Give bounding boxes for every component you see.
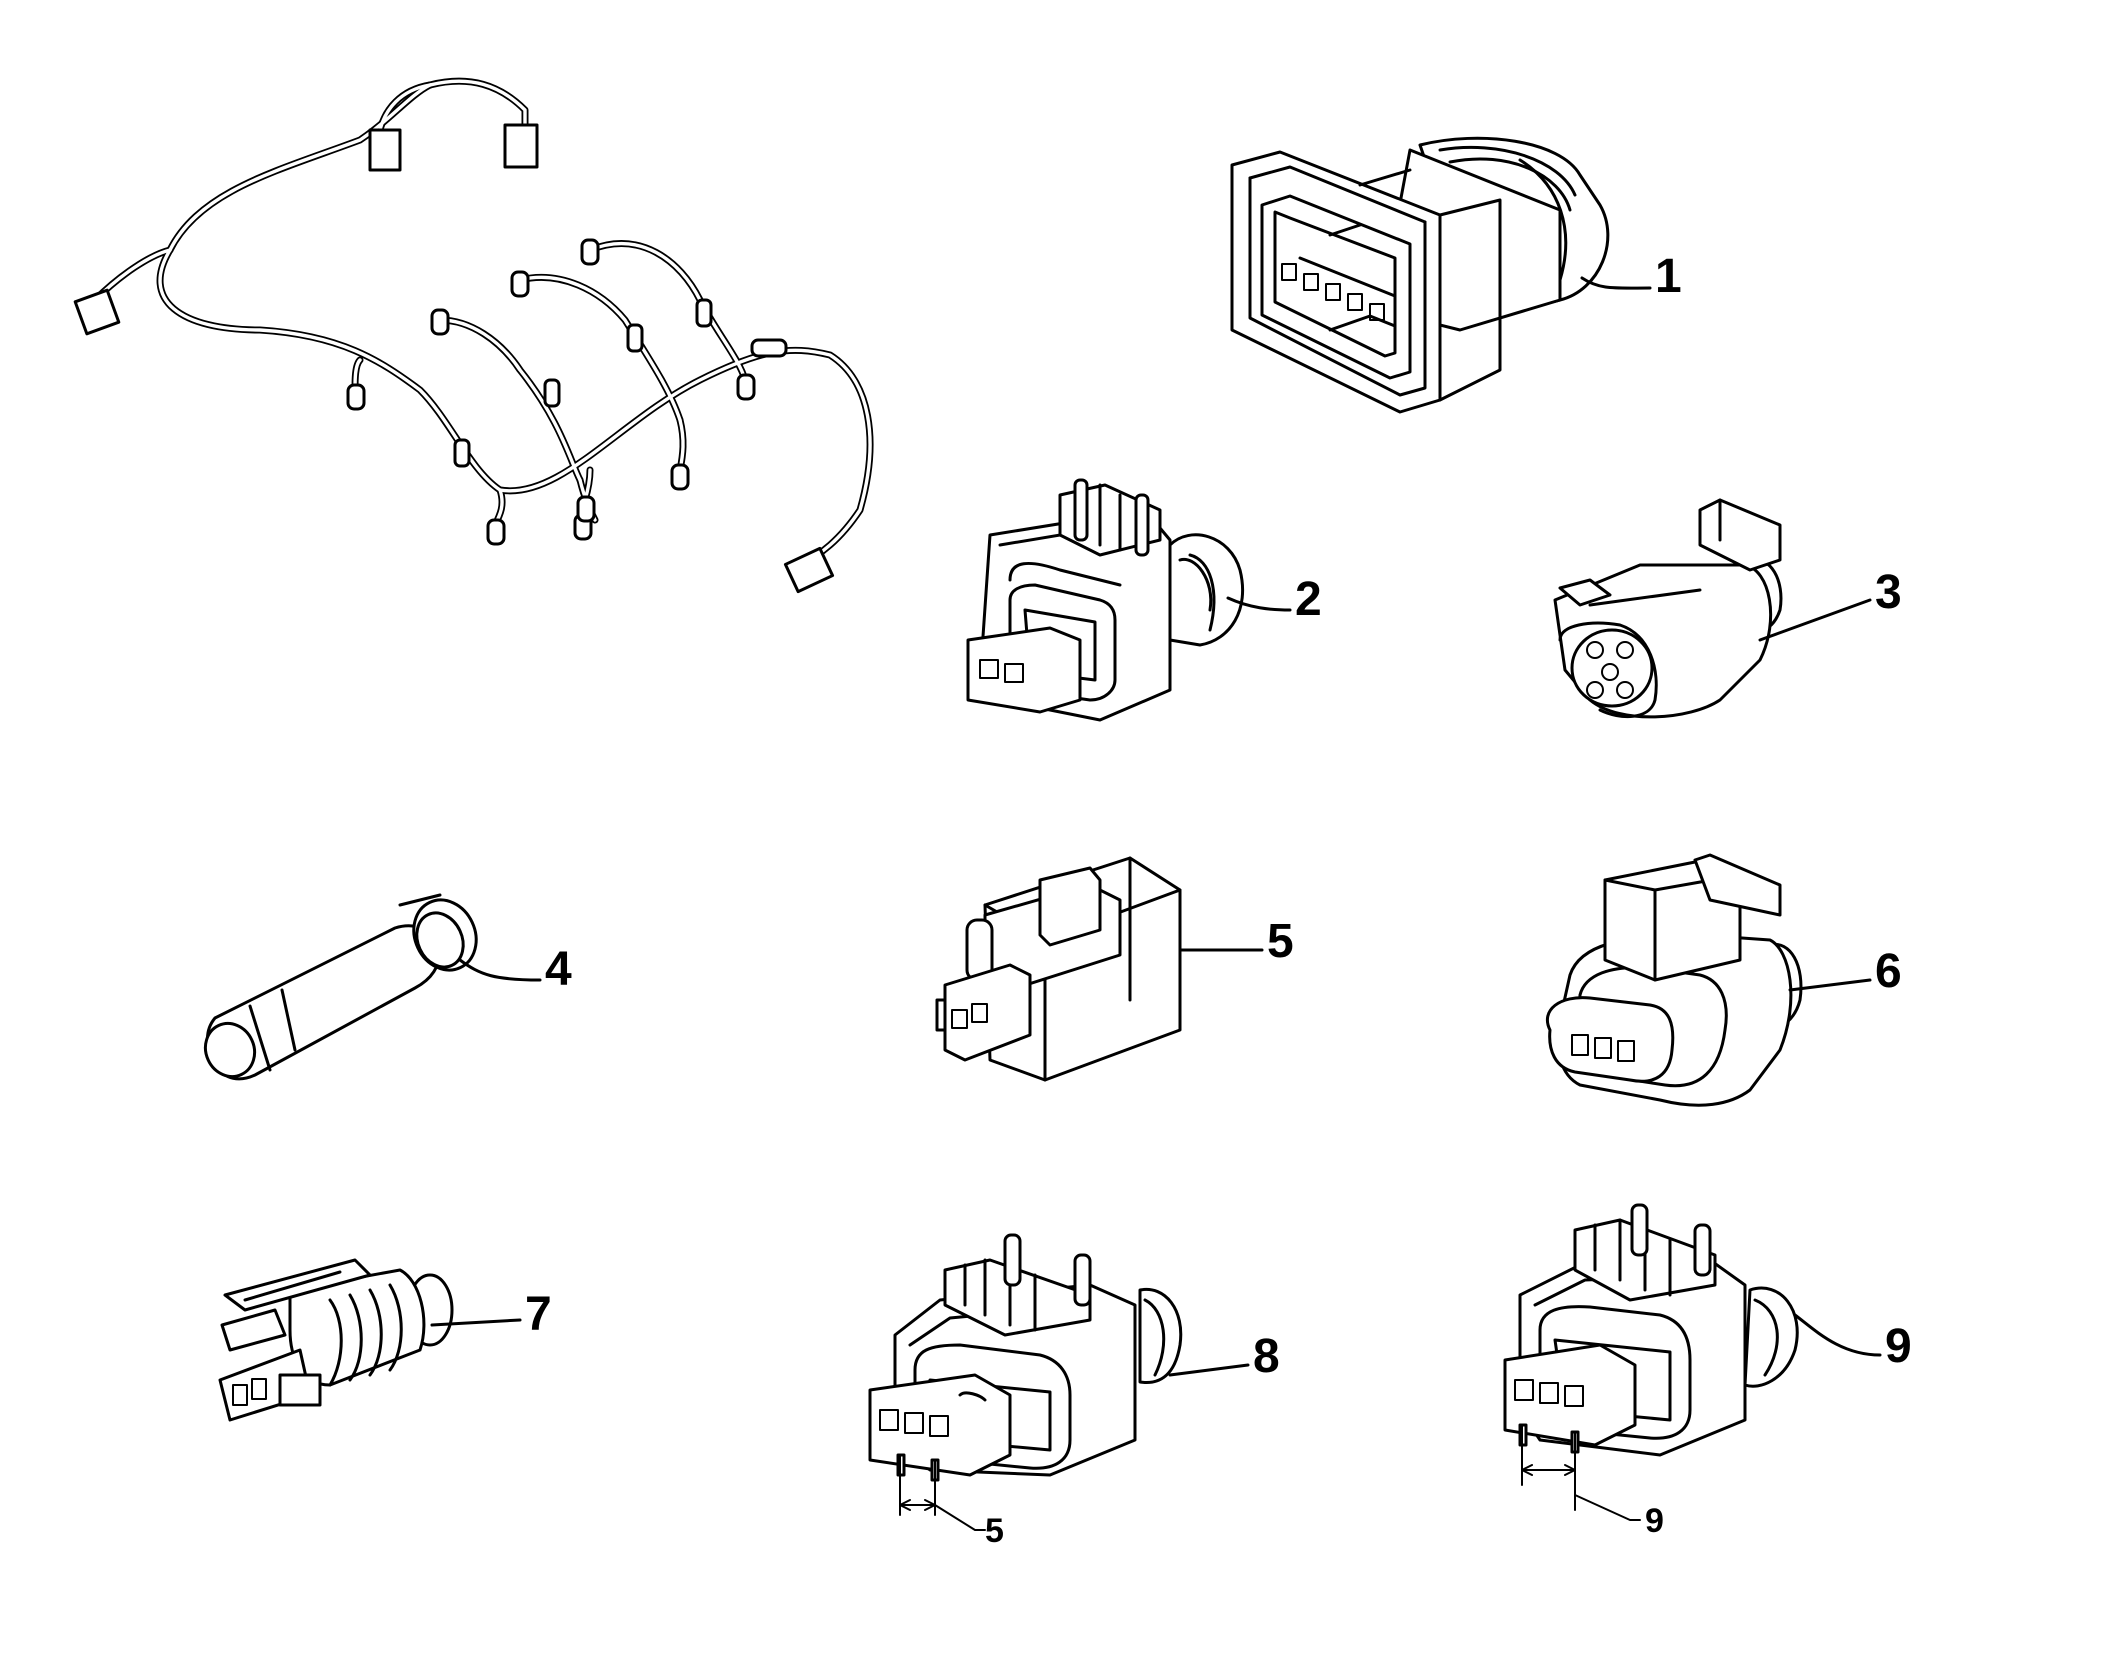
dimension-label-9: 9 (1645, 1502, 1664, 1540)
callout-4: 4 (545, 943, 572, 996)
callout-9: 9 (1885, 1320, 1912, 1373)
callout-6: 6 (1875, 945, 1902, 998)
dimension-label-5: 5 (985, 1512, 1004, 1550)
terminal-part-4[interactable] (197, 890, 488, 1085)
callout-2: 2 (1295, 573, 1322, 626)
callout-5: 5 (1267, 915, 1294, 968)
connector-part-1[interactable] (1230, 136, 1610, 414)
callout-8: 8 (1253, 1330, 1280, 1383)
connector-part-2[interactable] (966, 478, 1245, 722)
connector-part-7[interactable] (218, 1258, 454, 1422)
callout-7: 7 (525, 1288, 552, 1341)
wiring-harness[interactable] (73, 77, 874, 594)
connector-part-8[interactable] (868, 1233, 1183, 1482)
connector-part-3[interactable] (1553, 498, 1783, 719)
callout-1: 1 (1655, 250, 1682, 303)
callout-3: 3 (1875, 566, 1902, 619)
dimension-mark-part-8 (899, 1454, 986, 1531)
connector-part-6[interactable] (1546, 853, 1803, 1107)
connector-part-9[interactable] (1503, 1203, 1799, 1457)
connector-part-5[interactable] (935, 856, 1182, 1082)
leader-lines (430, 276, 1882, 1377)
dimension-mark-part-9 (1521, 1424, 1641, 1521)
